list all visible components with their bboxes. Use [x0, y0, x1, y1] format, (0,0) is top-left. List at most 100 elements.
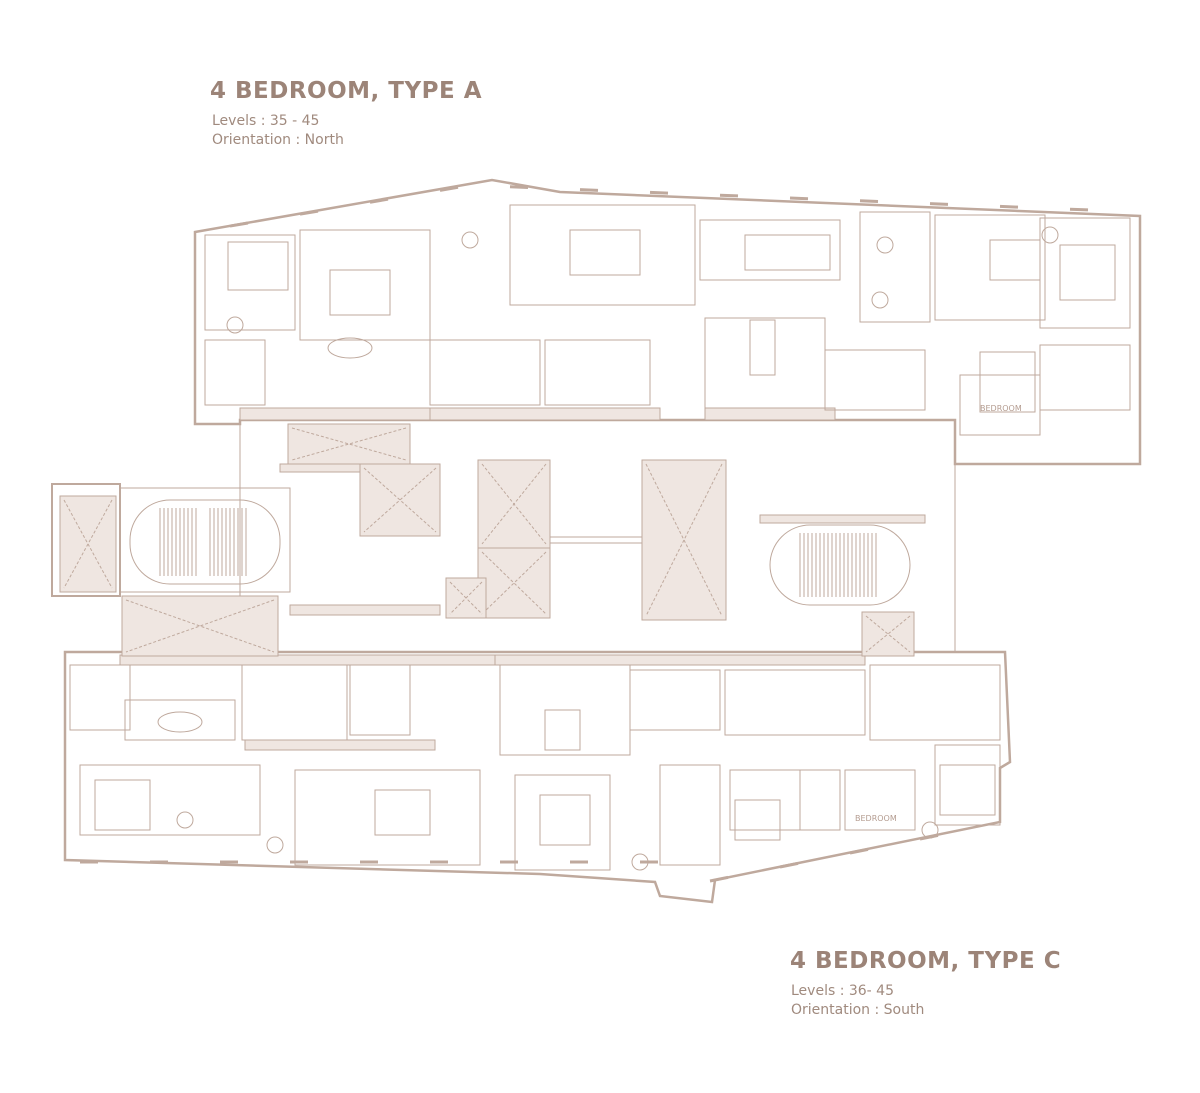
room	[659, 764, 721, 866]
shaft	[477, 547, 551, 619]
shaft-cross	[645, 463, 723, 617]
shaft-cross	[865, 615, 911, 653]
room	[69, 664, 131, 731]
shaft-cross	[125, 599, 275, 653]
shaft	[641, 459, 727, 621]
room	[724, 669, 866, 736]
unit-a-outline	[193, 178, 1142, 466]
unit-a-details: Levels : 35 - 45 Orientation : North	[212, 112, 344, 150]
room	[979, 351, 1036, 413]
shaft-cross	[865, 615, 911, 653]
room	[629, 669, 721, 731]
dining-table	[539, 794, 591, 846]
chair	[871, 291, 889, 309]
room	[1039, 344, 1131, 411]
window	[849, 847, 869, 855]
bed	[734, 799, 781, 841]
shaft-cross	[125, 599, 275, 653]
window	[439, 185, 459, 192]
room	[859, 211, 931, 323]
room	[124, 699, 236, 741]
shaft	[287, 423, 411, 465]
shaft-cross	[481, 463, 547, 545]
wall-segment	[704, 407, 836, 421]
room	[934, 744, 1001, 826]
room	[204, 234, 296, 331]
window	[929, 202, 949, 206]
kitchen-island	[374, 789, 431, 836]
shaft	[121, 595, 279, 657]
wall-segment	[244, 739, 436, 751]
wall-segment	[429, 407, 661, 421]
chair	[876, 236, 894, 254]
chair	[176, 811, 194, 829]
shaft-cross	[63, 499, 113, 589]
unit-a-title: 4 BEDROOM, TYPE A	[210, 78, 483, 104]
shaft-cross	[645, 463, 723, 617]
chair	[266, 836, 284, 854]
chair	[461, 231, 479, 249]
window	[859, 199, 879, 204]
room	[934, 214, 1046, 321]
chair	[226, 316, 244, 334]
unit-c-orientation: Orientation : South	[791, 1002, 925, 1018]
bed	[989, 239, 1041, 281]
kitchen-island	[569, 229, 641, 276]
window	[509, 185, 529, 190]
room	[204, 339, 266, 406]
window	[779, 861, 799, 869]
window	[789, 196, 809, 201]
island	[544, 709, 581, 751]
bed	[329, 269, 391, 316]
chair	[1041, 226, 1059, 244]
unit-a-levels: Levels : 35 - 45	[212, 113, 320, 129]
shaft-cross	[363, 467, 437, 533]
window	[579, 188, 599, 192]
window	[719, 193, 739, 198]
chair	[631, 853, 649, 871]
room	[869, 664, 1001, 741]
room	[844, 769, 916, 831]
stair-enclosure	[129, 499, 281, 585]
bed	[94, 779, 151, 831]
window	[649, 190, 669, 195]
room	[824, 349, 926, 411]
window	[299, 209, 319, 216]
wall-segment	[759, 514, 926, 524]
room	[514, 774, 611, 871]
walls	[51, 178, 1142, 904]
island	[749, 319, 776, 376]
shaft-cross	[363, 467, 437, 533]
furniture	[94, 226, 1116, 871]
room	[349, 664, 411, 736]
rooms	[59, 204, 1131, 871]
stair-enclosure	[769, 524, 911, 606]
room	[299, 229, 431, 341]
room	[429, 339, 541, 406]
wall-segment	[494, 654, 866, 666]
unit-c-outline	[63, 650, 1012, 904]
wall-segment	[289, 604, 441, 616]
bed	[1059, 244, 1116, 301]
window	[999, 204, 1019, 209]
window	[1069, 207, 1089, 212]
room	[799, 769, 841, 831]
room	[704, 317, 826, 409]
bed	[939, 764, 996, 816]
room	[241, 664, 348, 741]
dining-table	[744, 234, 831, 271]
room	[79, 764, 261, 836]
upper-bedroom-label: BEDROOM	[980, 404, 1022, 413]
shaft-cross	[449, 581, 483, 615]
left-stair-lobby	[119, 487, 291, 593]
room	[544, 339, 651, 406]
window	[369, 197, 389, 204]
lower-bedroom-label: BEDROOM	[855, 814, 897, 823]
room	[959, 374, 1041, 436]
chair	[921, 821, 939, 839]
unit-c-levels: Levels : 36- 45	[791, 983, 894, 999]
room	[294, 769, 481, 866]
room	[227, 241, 289, 291]
